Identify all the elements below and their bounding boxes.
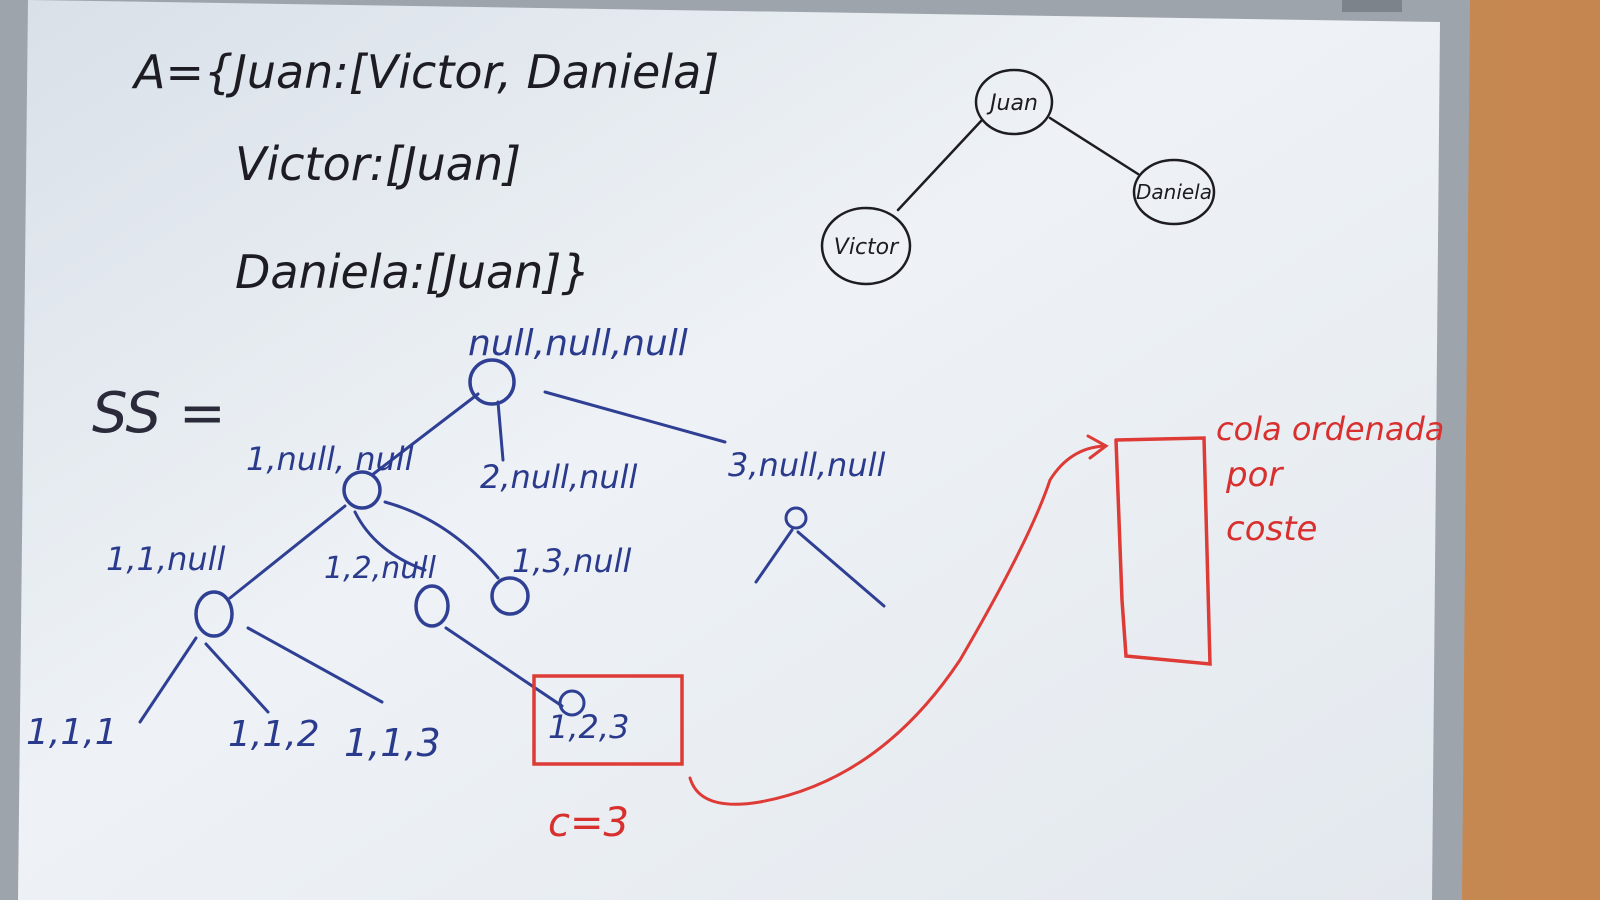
tree-edge-level2-leaf-c	[246, 626, 384, 704]
tree-node-level1-c-marker	[784, 506, 808, 530]
graph-node-juan	[974, 68, 1054, 136]
cost-label: c=3	[548, 800, 629, 846]
tree-node-level2-c	[490, 576, 530, 616]
queue-arrow	[688, 444, 1106, 806]
tree-label-level2-c: 1,3,null	[512, 542, 632, 580]
tree-label-level2-a: 1,1,null	[106, 540, 226, 578]
queue-label-line-2: por	[1225, 455, 1284, 495]
tree-node-level2-a	[194, 590, 234, 638]
adjacency-line-2: Victor:[Juan]	[235, 137, 521, 191]
marker-tray	[1342, 0, 1402, 12]
tree-label-leaf-b: 1,1,2	[228, 714, 320, 755]
tree-label-level1-b: 2,null,null	[480, 458, 638, 496]
tree-label-root: null,null,null	[468, 323, 688, 364]
graph-node-victor	[820, 206, 912, 286]
solution-label: 1,2,3	[548, 708, 629, 746]
adjacency-line-3: Daniela:[Juan]}	[235, 245, 591, 299]
graph-diagram: Juan Victor Daniela	[820, 68, 1216, 286]
tree-label-leaf-a: 1,1,1	[26, 712, 118, 753]
state-space-tree: SS = null,null,null 1,null, null 2,null,…	[26, 323, 886, 765]
graph-edge-juan-victor	[896, 118, 984, 212]
tree-label-level1-c: 3,null,null	[728, 446, 886, 484]
queue-box	[1114, 436, 1212, 666]
graph-node-daniela-label: Daniela	[1136, 180, 1212, 204]
solution-box	[532, 674, 684, 766]
tree-node-level2-b	[414, 584, 450, 628]
tree-label-level2-b: 1,2,null	[324, 551, 437, 586]
state-space-label: SS =	[92, 381, 226, 446]
tree-edge-level2-leaf-a	[138, 636, 198, 724]
queue-label-line-3: coste	[1226, 509, 1317, 549]
tree-subtree-c-left	[754, 528, 794, 584]
tree-edge-level1-level2-c	[383, 500, 500, 580]
tree-edge-level1-level2-b	[353, 510, 427, 572]
tree-node-root	[468, 358, 516, 406]
graph-node-juan-label: Juan	[986, 91, 1038, 116]
graph-edge-juan-daniela	[1048, 116, 1140, 176]
tree-edge-level2-leaf-d	[444, 626, 564, 708]
tree-edge-root-level1-a	[370, 392, 480, 477]
tree-edge-root-level1-b	[496, 400, 505, 462]
adjacency-list: A={Juan:[Victor, Daniela] Victor:[Juan] …	[131, 45, 719, 299]
tree-node-leaf-123	[558, 689, 586, 717]
priority-queue: cola ordenada por coste	[688, 410, 1444, 806]
tree-label-leaf-c: 1,1,3	[344, 721, 441, 765]
tree-subtree-c-right	[796, 530, 886, 608]
solution-highlight: 1,2,3 c=3	[532, 674, 684, 846]
tree-node-level1-a	[342, 470, 382, 510]
tree-label-level1-a: 1,null, null	[246, 440, 414, 478]
graph-node-daniela	[1132, 158, 1216, 226]
tree-edge-root-level1-c	[543, 390, 727, 444]
tree-edge-level2-leaf-b	[204, 642, 270, 714]
board-surface	[18, 0, 1440, 900]
queue-label-line-1: cola ordenada	[1216, 410, 1444, 448]
tree-edge-level1-level2-a	[228, 504, 347, 600]
graph-node-victor-label: Victor	[834, 235, 900, 260]
adjacency-line-1: A={Juan:[Victor, Daniela]	[131, 45, 719, 99]
queue-arrow-head	[1086, 434, 1109, 460]
